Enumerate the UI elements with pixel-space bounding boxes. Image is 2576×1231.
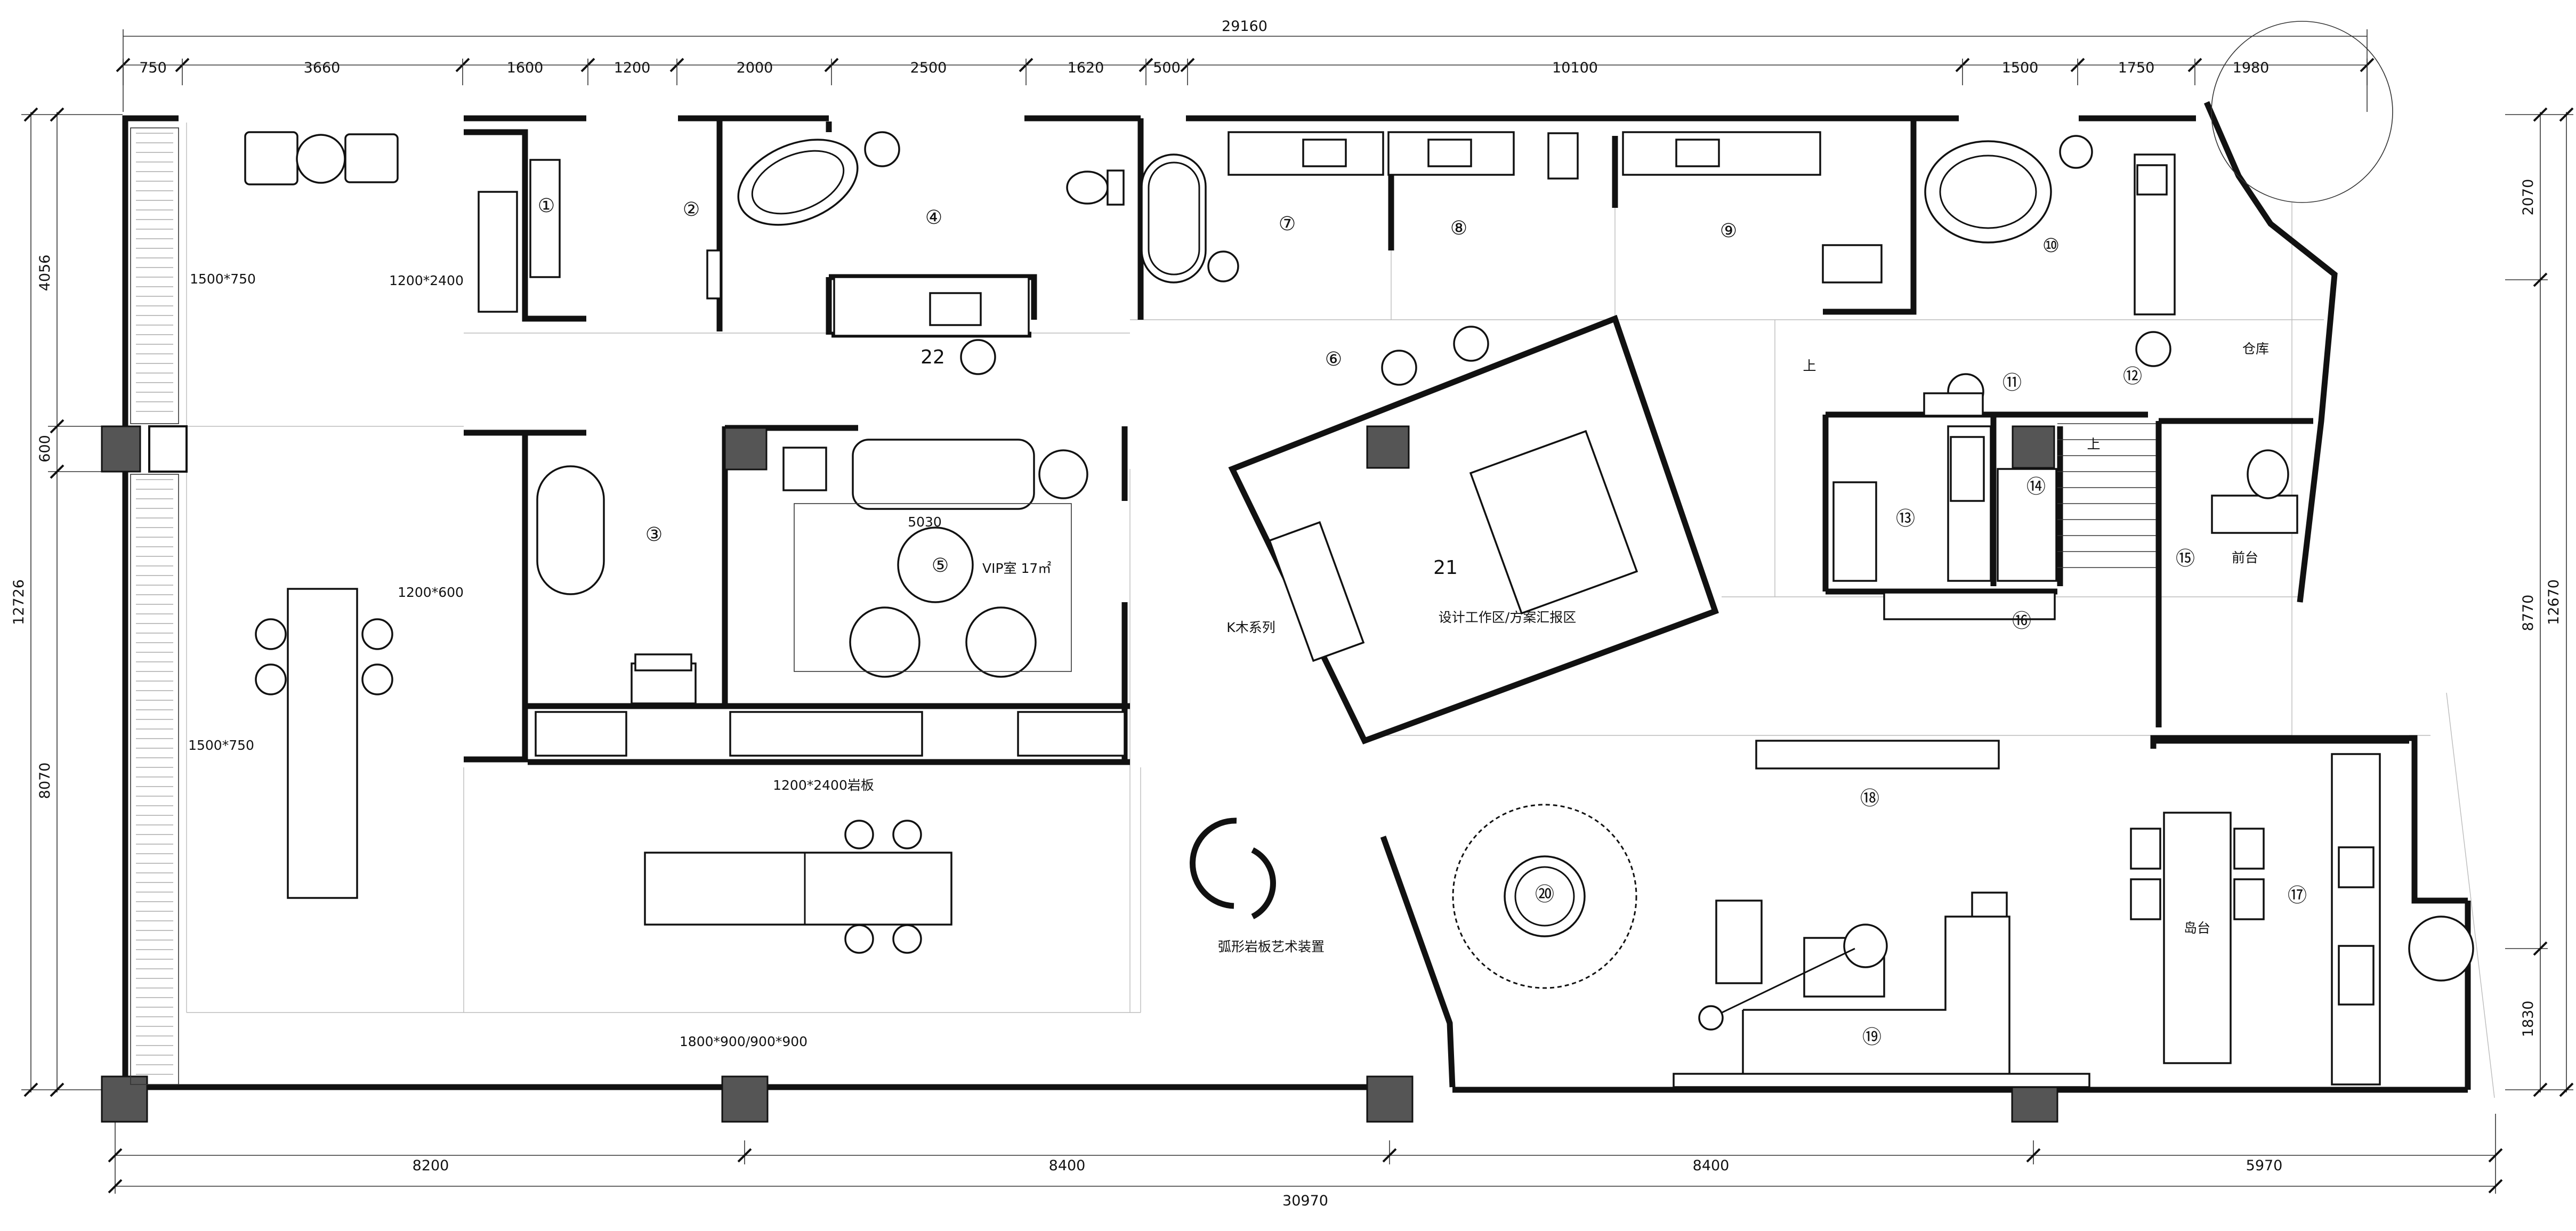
bottom-dimension-lines: 8200 8400 8400 5970 30970 (108, 1114, 2503, 1209)
room-18-label: ⑱ (1860, 788, 1879, 809)
dim-top-4: 2000 (737, 60, 773, 76)
room-12-label: ⑫ (2123, 366, 2142, 387)
room-11-label: ⑪ (2002, 372, 2022, 394)
walls (122, 101, 2471, 1093)
tile-label-a: 1500*750 (190, 271, 256, 287)
room-20-label: ⑳ (1535, 884, 1554, 905)
floor-tile-label: 1800*900/900*900 (680, 1034, 807, 1049)
storage-label: 仓库 (2242, 341, 2269, 357)
kwood-label: K木系列 (1226, 620, 1275, 635)
design-zone-label: 设计工作区/方案汇报区 (1439, 610, 1576, 625)
vip-room-label: VIP室 17㎡ (982, 561, 1051, 576)
display-racks (130, 127, 179, 1085)
slab-label: 1200*2400岩板 (773, 778, 874, 793)
room-13-label: ⑬ (1896, 508, 1915, 530)
furniture (244, 131, 2474, 1088)
site-outline (2211, 21, 2393, 203)
dim-top-1: 3660 (304, 60, 341, 76)
room-17-label: ⑰ (2288, 885, 2307, 906)
tile-label-c: 1200*600 (398, 585, 464, 600)
dim-right-1: 8770 (2520, 595, 2537, 631)
room-16-label: ⑯ (2012, 610, 2031, 632)
room-2-label: ② (683, 199, 700, 221)
dim-top-8: 10100 (1552, 60, 1598, 76)
dim-bottom-1: 8400 (1049, 1157, 1086, 1174)
dim-right-total: 12670 (2546, 579, 2562, 625)
room-21-label: 21 (1433, 557, 1458, 579)
dim-left-0: 4056 (37, 255, 53, 291)
reception-label: 前台 (2232, 550, 2258, 565)
dim-left-total: 12726 (11, 579, 27, 625)
dim-left-2: 8070 (37, 763, 53, 799)
top-dimension-lines: 29160 750 3660 1600 1200 2000 2500 1620 … (116, 18, 2375, 112)
dim-bottom-total: 30970 (1282, 1193, 1328, 1209)
stair-up-label-a: 上 (1803, 358, 1816, 374)
stair-up-label-b: 上 (2087, 436, 2100, 452)
dim-bottom-0: 8200 (413, 1157, 449, 1174)
dim-right-0: 2070 (2520, 179, 2537, 216)
room-numbers: ① ② ③ ④ ⑤ ⑥ ⑦ ⑧ ⑨ ⑩ ⑪ ⑫ ⑬ ⑭ ⑮ ⑯ ⑰ ⑱ ⑲ ⑳ … (538, 195, 2307, 1048)
room-15-label: ⑮ (2176, 548, 2195, 570)
area-labels: 1500*750 1200*2400 1200*600 1500*750 120… (188, 271, 2269, 1049)
room-19-label: ⑲ (1862, 1026, 1881, 1048)
room-7-label: ⑦ (1279, 213, 1296, 235)
vip-dimension: 5030 (908, 514, 942, 530)
island-label: 岛台 (2184, 920, 2210, 936)
dim-top-9: 1500 (2002, 60, 2039, 76)
dim-top-3: 1200 (614, 60, 651, 76)
dim-left-1: 600 (37, 435, 53, 463)
dim-top-5: 2500 (910, 60, 947, 76)
room-9-label: ⑨ (1720, 220, 1737, 242)
dim-right-2: 1830 (2520, 1001, 2537, 1038)
dim-bottom-2: 8400 (1693, 1157, 1730, 1174)
room-22-label: 22 (920, 346, 945, 368)
structural-columns (101, 425, 2058, 1123)
dim-top-10: 1750 (2118, 60, 2155, 76)
room-8-label: ⑧ (1450, 217, 1467, 239)
room-3-label: ③ (645, 524, 663, 546)
tile-label-d: 1500*750 (188, 738, 254, 753)
art-installation-label: 弧形岩板艺术装置 (1218, 939, 1325, 954)
left-dimension-lines: 4056 600 8070 12726 (11, 107, 123, 1097)
dim-bottom-3: 5970 (2246, 1157, 2283, 1174)
dim-top-0: 750 (139, 60, 167, 76)
dim-top-2: 1600 (507, 60, 544, 76)
room-1-label: ① (538, 195, 555, 217)
floor-grid (186, 123, 2495, 1098)
room-5-label: ⑤ (932, 555, 949, 577)
dim-top-6: 1620 (1068, 60, 1104, 76)
room-10-label: ⑩ (2042, 235, 2060, 257)
dim-top-7: 500 (1153, 60, 1181, 76)
dim-top-11: 1980 (2233, 60, 2270, 76)
room-6-label: ⑥ (1325, 349, 1342, 370)
tile-label-b: 1200*2400 (389, 273, 464, 288)
dim-top-total: 29160 (1222, 18, 1267, 35)
room-14-label: ⑭ (2026, 476, 2046, 498)
right-dimension-lines: 2070 8770 1830 12670 (2505, 107, 2574, 1097)
room-4-label: ④ (925, 207, 942, 229)
